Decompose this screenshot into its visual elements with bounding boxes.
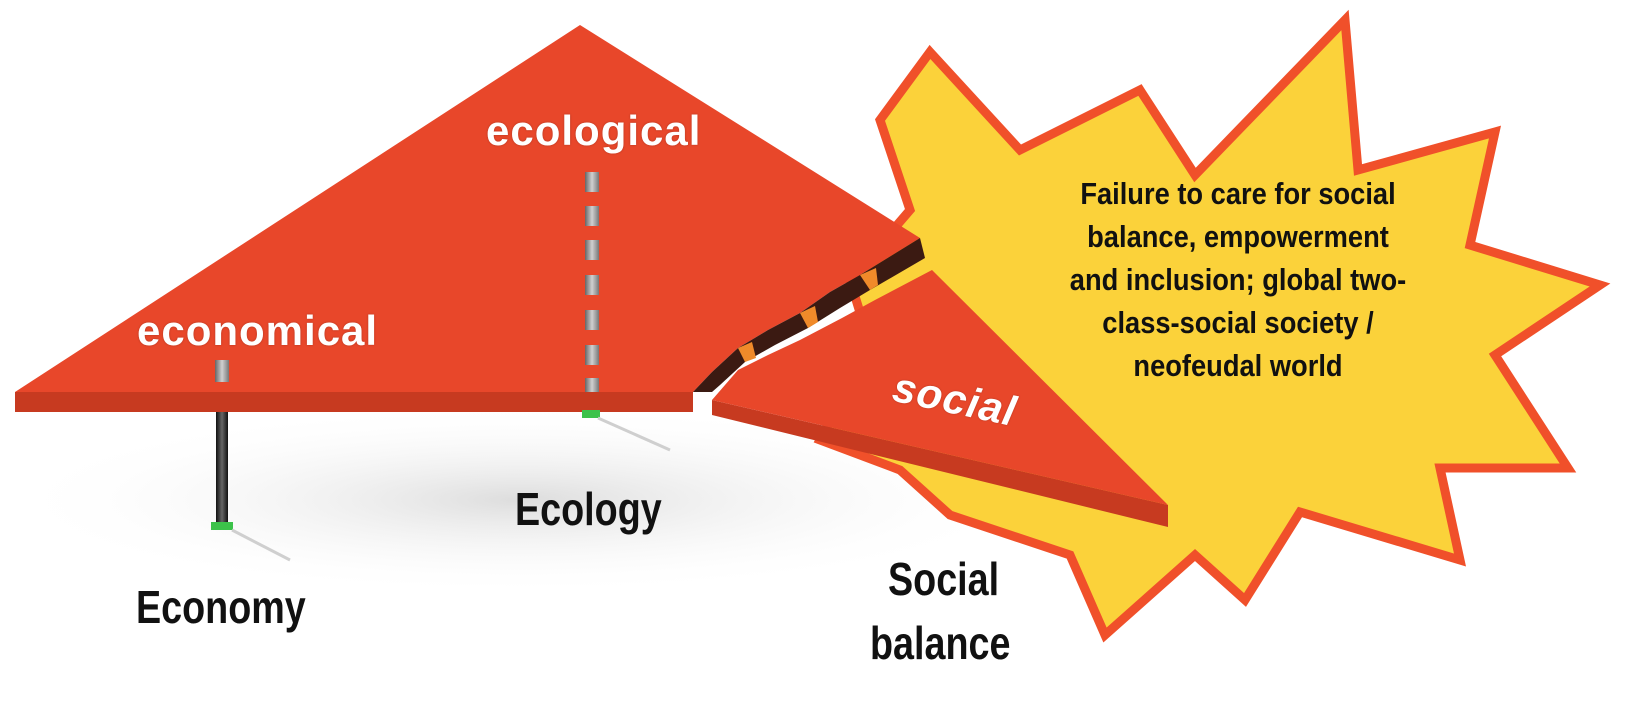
ground-shadow [0, 405, 1040, 595]
failure-message-line: class-social society / [1102, 305, 1374, 340]
ecology-label: Ecology [515, 483, 662, 535]
economy-label: Economy [136, 581, 306, 633]
ecology-studs [585, 172, 599, 392]
failure-message-line: balance, empowerment [1087, 219, 1389, 254]
stud [585, 275, 599, 295]
stud [585, 378, 599, 392]
failure-message-line: Failure to care for social [1080, 176, 1396, 211]
stud [585, 345, 599, 365]
failure-message-line: and inclusion; global two- [1069, 262, 1407, 297]
main-plate [15, 25, 920, 392]
main-plate-edge [15, 392, 693, 412]
social-piece [712, 270, 1168, 505]
economy-pillar [216, 412, 228, 524]
ecology-pillar-base [582, 410, 600, 418]
pillar-shadow [597, 416, 671, 452]
economy-pillar-base [211, 522, 233, 530]
crack-tooth [738, 342, 756, 362]
failure-message-line: neofeudal world [1133, 348, 1343, 383]
economical-label: economical [137, 307, 379, 354]
crack-tooth [800, 306, 818, 328]
failure-message: Failure to care for social balance, empo… [1053, 172, 1423, 387]
stud [585, 206, 599, 226]
social-piece-edge [712, 400, 1168, 527]
economy-stud [215, 360, 229, 382]
social-balance-label-line2: balance [870, 617, 1011, 669]
crack-tooth [860, 268, 878, 290]
stud [585, 172, 599, 192]
stud [585, 310, 599, 330]
stud [585, 240, 599, 260]
social-balance-label-line1: Social [888, 553, 1000, 605]
pillar-shadow [231, 528, 291, 562]
ecological-label: ecological [486, 107, 702, 154]
